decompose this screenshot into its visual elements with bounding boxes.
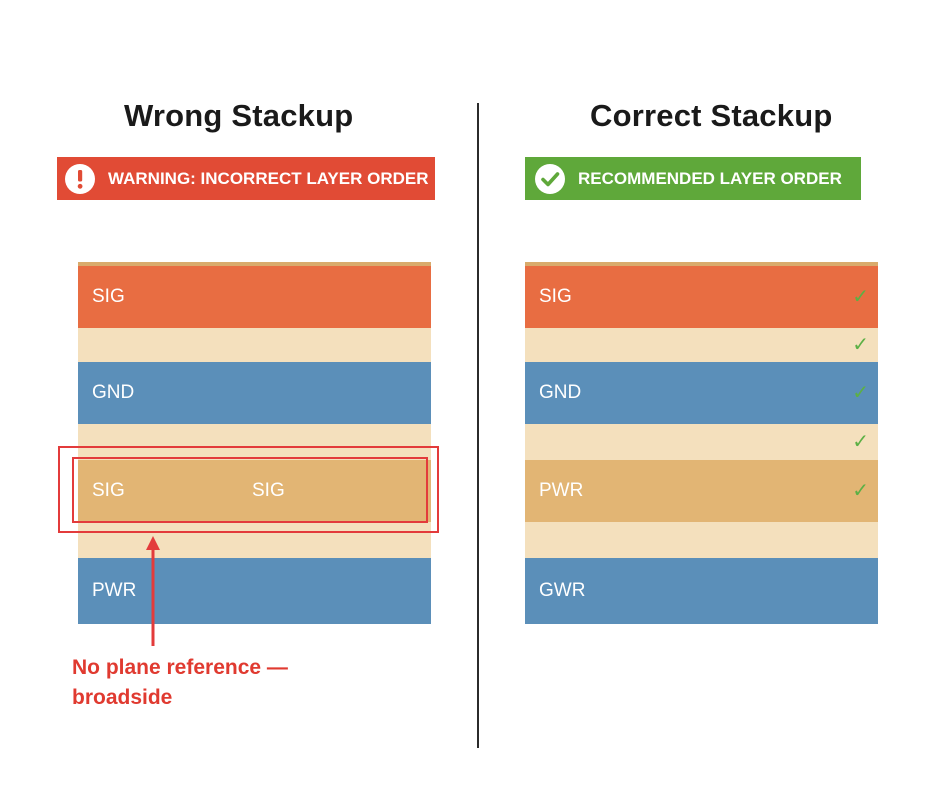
- check-circle-icon: [535, 163, 565, 194]
- layer-power-plane: PWR: [78, 558, 431, 624]
- layer-label: SIG: [539, 286, 572, 307]
- annotation-line-1: No plane reference —: [72, 656, 288, 679]
- check-icon: ✓: [852, 480, 869, 502]
- layer-ground-plane: GND ✓: [525, 362, 878, 424]
- layer-label: SIG: [92, 286, 125, 307]
- layer-signal-top: SIG: [78, 262, 431, 328]
- layer-power-plane: PWR ✓: [525, 460, 878, 522]
- warning-banner-text: WARNING: INCORRECT LAYER ORDER: [108, 168, 429, 188]
- broadside-highlight-outer: [58, 446, 439, 533]
- layer-label: GND: [92, 382, 135, 403]
- panel-divider: [477, 103, 479, 748]
- check-icon: ✓: [852, 382, 869, 404]
- check-icon: ✓: [852, 431, 869, 453]
- recommended-banner-text: RECOMMENDED LAYER ORDER: [578, 168, 842, 188]
- annotation-line-2: broadside: [72, 686, 173, 709]
- layer-dielectric: ✓: [525, 328, 878, 362]
- warning-banner: WARNING: INCORRECT LAYER ORDER: [57, 157, 435, 200]
- layer-label: SIG: [92, 480, 125, 501]
- layer-ground-plane: GND: [78, 362, 431, 424]
- correct-stackup-panel: Correct Stackup RECOMMENDED LAYER ORDER …: [480, 0, 940, 788]
- recommended-banner: RECOMMENDED LAYER ORDER: [525, 157, 861, 200]
- layer-label: PWR: [92, 580, 137, 601]
- layer-ground-plane-bottom: GWR: [525, 558, 878, 624]
- broadside-highlight-inner: [72, 457, 428, 523]
- layer-dielectric: [78, 328, 431, 362]
- correct-stackup-title: Correct Stackup: [590, 98, 833, 133]
- layer-dielectric: [78, 424, 431, 460]
- check-icon: ✓: [852, 334, 869, 356]
- layer-label: GND: [539, 382, 582, 403]
- exclamation-icon: [65, 163, 95, 194]
- correct-layer-stack: SIG ✓ ✓ GND ✓ ✓ PWR ✓ GWR: [525, 262, 878, 624]
- layer-label: GWR: [539, 580, 586, 601]
- layer-dielectric: ✓: [525, 424, 878, 460]
- wrong-stackup-title: Wrong Stackup: [124, 98, 354, 133]
- broadside-annotation: No plane reference — broadside: [72, 653, 332, 713]
- annotation-arrow-icon: [146, 536, 160, 646]
- layer-signal-broadside: SIG SIG: [78, 460, 431, 522]
- layer-dielectric: [78, 522, 431, 558]
- wrong-stackup-panel: Wrong Stackup WARNING: INCORRECT LAYER O…: [57, 98, 439, 713]
- layer-dielectric: [525, 522, 878, 558]
- wrong-layer-stack: SIG GND SIG SIG PWR: [78, 262, 431, 624]
- layer-label: PWR: [539, 480, 584, 501]
- layer-label: SIG: [252, 480, 285, 501]
- layer-signal-top: SIG ✓: [525, 262, 878, 328]
- check-icon: ✓: [852, 286, 869, 308]
